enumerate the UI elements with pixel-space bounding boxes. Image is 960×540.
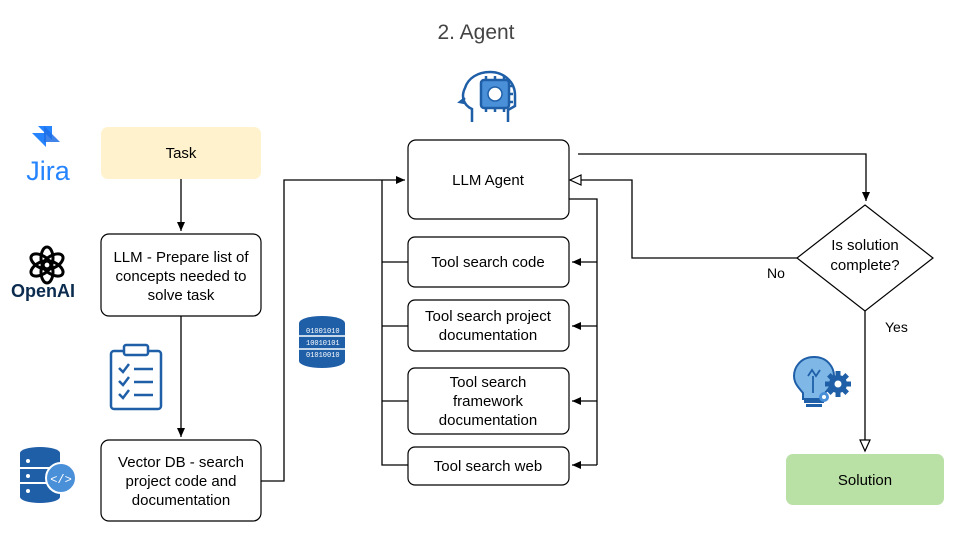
node-tool-search-framework-docs: Tool search framework documentation <box>407 367 570 435</box>
edge-label-yes: Yes <box>885 319 908 335</box>
node-llm-prepare-line-3: solve task <box>148 287 215 304</box>
binary-database-icon: 01001010 10010101 01010010 <box>299 316 345 368</box>
node-tool-framework-line-1: Tool search <box>450 374 527 391</box>
clipboard-checklist-icon <box>109 343 163 411</box>
connectors <box>177 153 871 482</box>
edge-vectordb-to-agent <box>261 176 405 482</box>
node-task: Task <box>101 127 261 179</box>
node-vector-db-line-3: documentation <box>132 492 230 509</box>
ai-brain-head-icon <box>457 70 517 122</box>
edge-agent-to-decision <box>578 153 870 201</box>
agent-left-bus <box>381 180 408 466</box>
edge-decision-no-to-agent <box>568 174 797 259</box>
node-tool-search-web: Tool search web <box>407 446 570 486</box>
node-tool-search-project-docs: Tool search project documentation <box>407 299 570 352</box>
openai-logo-text: OpenAI <box>11 281 75 301</box>
node-llm-agent: LLM Agent <box>407 139 570 220</box>
node-task-label: Task <box>166 145 197 162</box>
node-solution-label: Solution <box>838 472 892 489</box>
node-decision-line-1: Is solution <box>831 237 899 254</box>
node-decision-line-2: complete? <box>830 257 899 274</box>
svg-text:10010101: 10010101 <box>306 340 340 348</box>
node-decision: Is solution complete? <box>796 204 934 312</box>
openai-logo-icon: OpenAI <box>11 245 75 301</box>
node-tool-web-label: Tool search web <box>434 458 542 475</box>
diagram-title: 2. Agent <box>437 21 514 44</box>
node-llm-prepare-line-2: concepts needed to <box>116 268 247 285</box>
node-llm-prepare-line-1: LLM - Prepare list of <box>113 249 249 266</box>
node-solution: Solution <box>786 454 944 505</box>
vector-database-icon: </> <box>20 447 77 503</box>
node-tool-project-line-2: documentation <box>439 327 537 344</box>
node-tool-code-label: Tool search code <box>431 254 544 271</box>
svg-text:</>: </> <box>50 473 72 487</box>
node-tool-search-code: Tool search code <box>407 236 570 288</box>
jira-logo-text: Jira <box>26 156 70 186</box>
node-tool-framework-line-3: documentation <box>439 412 537 429</box>
lightbulb-gears-icon <box>792 355 851 407</box>
node-llm-prepare: LLM - Prepare list of concepts needed to… <box>100 233 262 317</box>
node-vector-db: Vector DB - search project code and docu… <box>100 439 262 522</box>
agent-right-bus <box>569 198 598 465</box>
edge-label-no: No <box>767 265 785 281</box>
jira-logo-icon: Jira <box>26 126 71 186</box>
node-vector-db-line-1: Vector DB - search <box>118 454 244 471</box>
node-tool-project-line-1: Tool search project <box>425 308 552 325</box>
node-llm-agent-label: LLM Agent <box>452 172 525 189</box>
svg-text:01001010: 01001010 <box>306 328 340 336</box>
svg-text:01010010: 01010010 <box>306 352 340 360</box>
node-tool-framework-line-2: framework <box>453 393 524 410</box>
node-vector-db-line-2: project code and <box>126 473 237 490</box>
